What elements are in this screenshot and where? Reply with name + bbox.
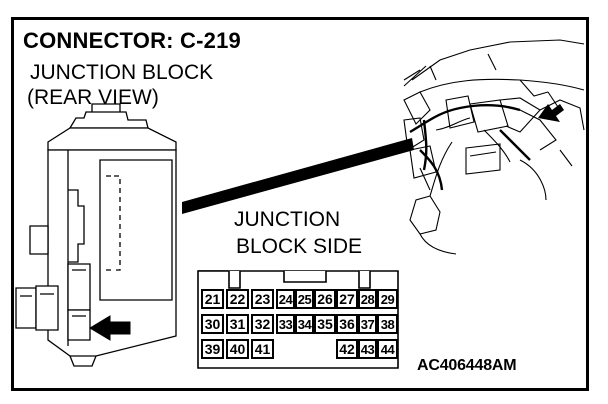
connector-pin-21: 21 bbox=[201, 289, 224, 309]
junction-block-illustration bbox=[15, 103, 177, 367]
connector-pin-25: 25 bbox=[295, 289, 314, 309]
connector-pin-29: 29 bbox=[377, 289, 398, 309]
arrow-icon bbox=[89, 315, 131, 341]
leader-wedge bbox=[182, 138, 414, 214]
connector-pin-37: 37 bbox=[358, 314, 377, 334]
connector-pin-39: 39 bbox=[201, 339, 224, 359]
dashboard-arrow-icon bbox=[538, 104, 564, 122]
connector-pin-31: 31 bbox=[226, 314, 249, 334]
view-label-line1: JUNCTION BLOCK bbox=[30, 61, 214, 84]
connector-pin-41: 41 bbox=[251, 339, 274, 359]
connector-pin-23: 23 bbox=[251, 289, 274, 309]
harness-wires bbox=[409, 104, 531, 191]
connector-pin-40: 40 bbox=[226, 339, 249, 359]
figure-code: AC406448AM bbox=[417, 357, 517, 374]
connector-pin-30: 30 bbox=[201, 314, 224, 334]
connector-pin-28: 28 bbox=[358, 289, 377, 309]
connector-pin-35: 35 bbox=[314, 314, 336, 334]
connector-pin-22: 22 bbox=[226, 289, 249, 309]
connector-pin-24: 24 bbox=[276, 289, 295, 309]
connector-pin-26: 26 bbox=[314, 289, 336, 309]
dashboard-harness-sketch bbox=[403, 39, 585, 255]
connector-title: CONNECTOR: C-219 bbox=[23, 28, 241, 53]
side-label-line2: BLOCK SIDE bbox=[236, 235, 363, 258]
connector-pin-32: 32 bbox=[251, 314, 274, 334]
connector-pin-27: 27 bbox=[336, 289, 358, 309]
connector-pin-43: 43 bbox=[358, 339, 377, 359]
connector-pin-42: 42 bbox=[336, 339, 358, 359]
connector-pin-36: 36 bbox=[336, 314, 358, 334]
connector-pin-33: 33 bbox=[276, 314, 295, 334]
connector-pin-44: 44 bbox=[377, 339, 398, 359]
side-label-line1: JUNCTION bbox=[234, 208, 341, 231]
connector-pin-34: 34 bbox=[295, 314, 314, 334]
connector-pin-38: 38 bbox=[377, 314, 398, 334]
view-label-line2: (REAR VIEW) bbox=[27, 86, 159, 109]
